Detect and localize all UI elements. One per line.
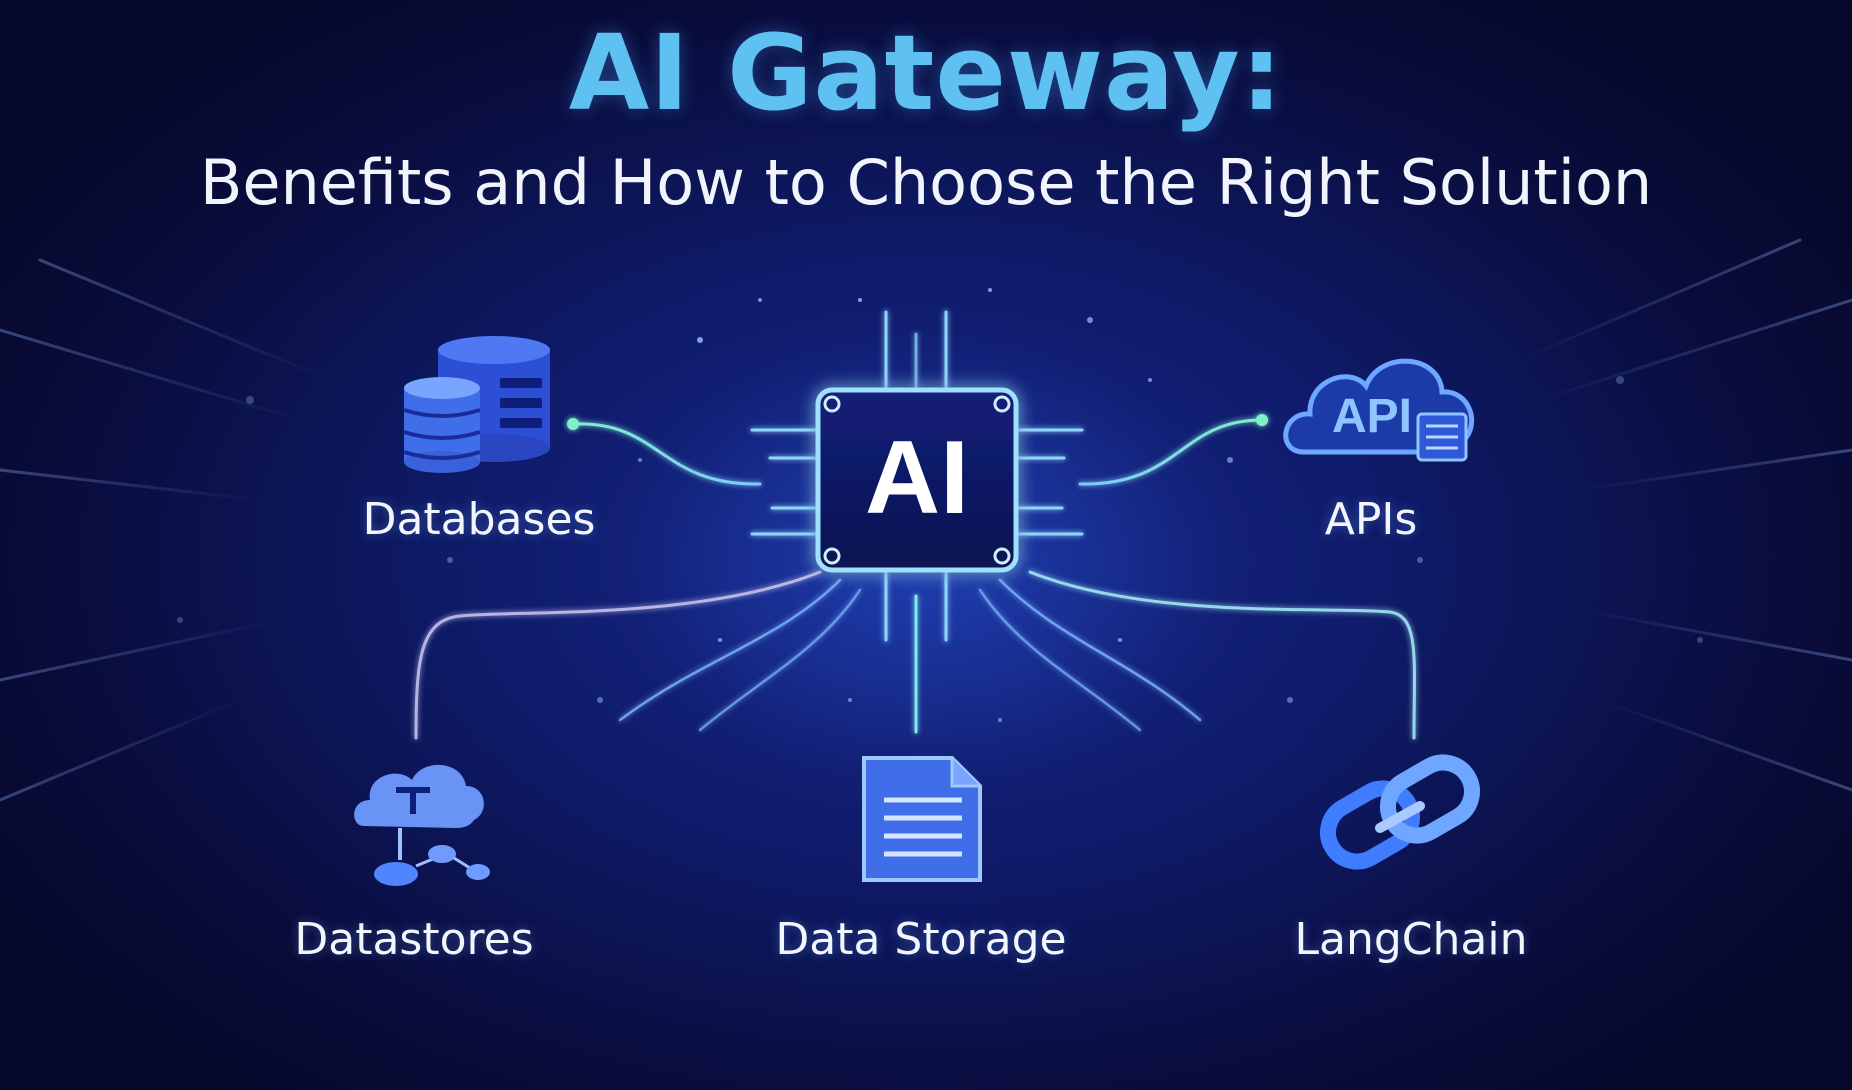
apis-label: APIs xyxy=(1324,494,1418,545)
api-icon-text: API xyxy=(1332,390,1412,443)
connector-langchain xyxy=(1028,570,1416,740)
hub-label: AI xyxy=(865,419,969,536)
diagram-subtitle: Benefits and How to Choose the Right Sol… xyxy=(199,146,1653,219)
databases-label: Databases xyxy=(362,494,596,545)
langchain-label: LangChain xyxy=(1294,914,1528,965)
data-storage-label: Data Storage xyxy=(775,914,1067,965)
datastores-label: Datastores xyxy=(294,914,534,965)
connector-apis xyxy=(1078,418,1264,486)
connector-datastores xyxy=(414,570,822,740)
diagram-title: AI Gateway: xyxy=(568,12,1284,134)
connector-databases xyxy=(571,422,762,486)
